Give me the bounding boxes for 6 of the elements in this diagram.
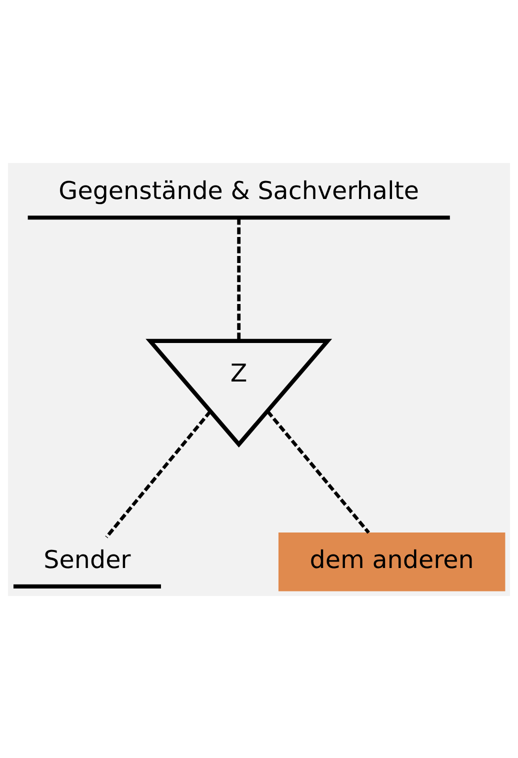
node-text: Gegenstände & Sachverhalte (58, 176, 420, 205)
connector (237, 217, 241, 340)
connector (105, 410, 212, 538)
connector (266, 410, 370, 534)
node-text: Sender (44, 544, 131, 574)
node-box: dem anderen (278, 532, 506, 591)
